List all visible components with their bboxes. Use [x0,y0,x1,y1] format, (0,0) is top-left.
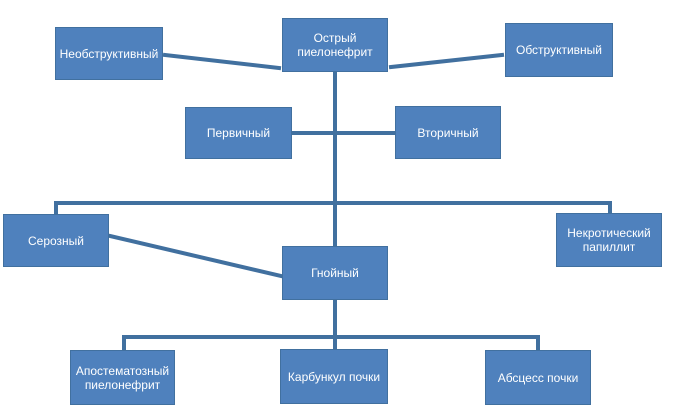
node-purulent: Гнойный [282,246,388,300]
connector-serous-purulent [107,233,284,279]
connector-root-obstructive [388,52,505,70]
node-kidney-abscess: Абсцесс почки [485,350,591,405]
node-necrotic-papillitis: Некротический папиллит [556,213,662,267]
node-nonobstructive: Необструктивный [55,27,163,80]
node-apostematous-pyelonephritis: Апостематозный пиелонефрит [70,350,175,405]
node-secondary: Вторичный [395,106,501,159]
node-serous: Серозный [3,214,109,267]
node-acute-pyelonephritis: Острый пиелонефрит [282,18,388,72]
node-kidney-carbuncle: Карбункул почки [280,349,388,404]
node-primary: Первичный [185,107,292,159]
connector-root-nonobstructive [162,52,282,71]
node-obstructive: Обструктивный [505,23,613,77]
